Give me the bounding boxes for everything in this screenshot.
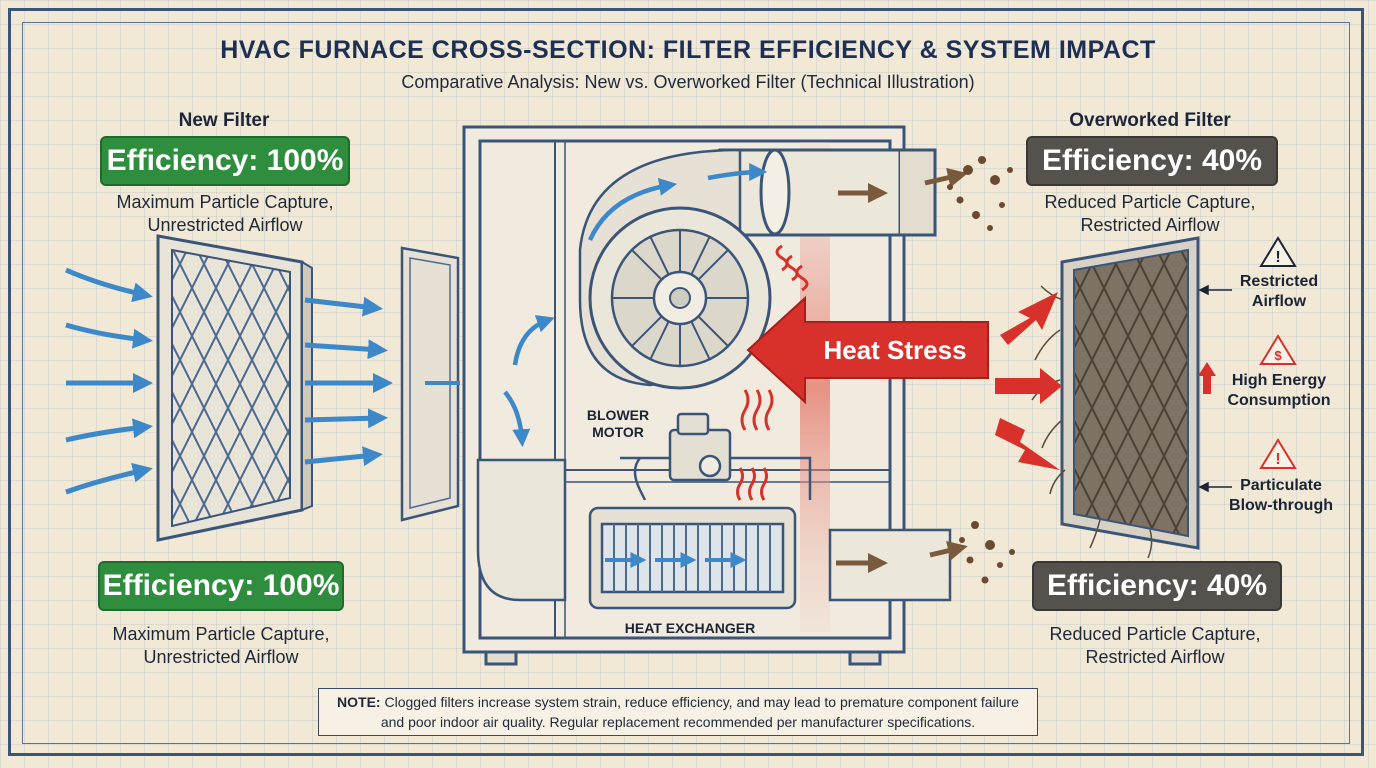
warning-icon: ! <box>1259 236 1297 267</box>
callout-restricted-line2: Airflow <box>1251 293 1307 310</box>
bottom-outlet-duct <box>828 528 952 602</box>
svg-text:$: $ <box>1274 348 1282 363</box>
callout-restricted-line1: Restricted <box>1239 273 1319 290</box>
callout-restricted-airflow: Restricted Airflow <box>1224 272 1334 312</box>
inner-frame <box>22 22 1350 744</box>
new-filter-efficiency-top: Efficiency: 100% <box>100 136 350 186</box>
return-duct <box>476 458 567 602</box>
bottom-outlet-arrows <box>836 540 968 573</box>
new-filter-desc-bottom-line1: Maximum Particle Capture, <box>112 624 330 644</box>
new-filter-label: New Filter <box>178 110 270 131</box>
svg-text:!: ! <box>1275 249 1280 266</box>
heat-stress-label: Heat Stress <box>823 335 967 365</box>
restricted-airflow-arrows <box>995 292 1062 470</box>
up-arrow-icon <box>1198 362 1216 394</box>
callout-particulate-line1: Particulate <box>1240 477 1322 494</box>
note-box: NOTE: Clogged filters increase system st… <box>318 688 1038 736</box>
warning-icon: ! <box>1259 438 1297 469</box>
outer-frame <box>8 8 1364 756</box>
new-filter-desc-bottom-line2: Unrestricted Airflow <box>143 647 299 667</box>
mid-airflow <box>304 296 393 467</box>
heat-stress-arrow <box>746 295 989 405</box>
blower-motor-label-line2: MOTOR <box>592 424 644 440</box>
overworked-filter-desc-bottom-line2: Restricted Airflow <box>1085 647 1225 667</box>
overworked-filter-illustration <box>1031 236 1200 559</box>
bottom-dust-particles <box>959 521 1015 584</box>
blower-housing <box>578 148 772 390</box>
top-outlet-duct <box>718 148 937 237</box>
gas-valve <box>620 412 812 501</box>
callout-energy-line1: High Energy <box>1231 372 1327 389</box>
new-filter-efficiency-bottom: Efficiency: 100% <box>98 561 344 611</box>
top-outlet-arrows <box>838 167 968 203</box>
new-filter-desc-bottom: Maximum Particle Capture, Unrestricted A… <box>90 623 352 669</box>
overworked-filter-desc-top: Reduced Particle Capture, Restricted Air… <box>1020 191 1280 237</box>
new-filter-desc-top-line1: Maximum Particle Capture, <box>116 192 334 212</box>
overworked-filter-label: Overworked Filter <box>1069 110 1231 131</box>
page-subtitle: Comparative Analysis: New vs. Overworked… <box>401 72 975 92</box>
heat-exchanger-label: HEAT EXCHANGER <box>624 620 756 636</box>
overworked-filter-efficiency-top: Efficiency: 40% <box>1026 136 1278 186</box>
new-filter-desc-top: Maximum Particle Capture, Unrestricted A… <box>96 191 354 237</box>
blower-motor-label-line1: BLOWER <box>586 407 650 423</box>
callout-pointers <box>1198 284 1232 493</box>
dollar-warning-icon: $ <box>1259 334 1297 365</box>
svg-text:!: ! <box>1275 451 1280 468</box>
page-title: HVAC FURNACE CROSS-SECTION: FILTER EFFIC… <box>220 36 1156 64</box>
new-filter-illustration <box>156 234 313 542</box>
note-line1-text: Clogged filters increase system strain, … <box>380 694 1019 710</box>
intake-filter-panel <box>400 246 460 522</box>
top-dust-particles <box>947 156 1013 231</box>
callout-particulate: Particulate Blow-through <box>1222 476 1340 516</box>
callout-high-energy: High Energy Consumption <box>1220 371 1338 411</box>
overworked-filter-desc-top-line1: Reduced Particle Capture, <box>1044 192 1256 212</box>
note-prefix: NOTE: <box>337 694 381 710</box>
callout-particulate-line2: Blow-through <box>1229 497 1333 514</box>
heat-wave-icon <box>736 244 809 501</box>
note-line1: NOTE: Clogged filters increase system st… <box>319 692 1037 712</box>
overworked-filter-desc-top-line2: Restricted Airflow <box>1080 215 1220 235</box>
new-filter-desc-top-line2: Unrestricted Airflow <box>147 215 303 235</box>
overworked-filter-desc-bottom-line1: Reduced Particle Capture, <box>1049 624 1261 644</box>
note-line2: and poor indoor air quality. Regular rep… <box>380 714 976 730</box>
left-incoming-airflow <box>64 267 153 495</box>
blower-motor-label: BLOWER MOTOR <box>576 407 660 441</box>
overworked-filter-desc-bottom: Reduced Particle Capture, Restricted Air… <box>1024 623 1286 669</box>
overworked-filter-efficiency-bottom: Efficiency: 40% <box>1032 561 1282 611</box>
callout-energy-line2: Consumption <box>1227 392 1331 409</box>
